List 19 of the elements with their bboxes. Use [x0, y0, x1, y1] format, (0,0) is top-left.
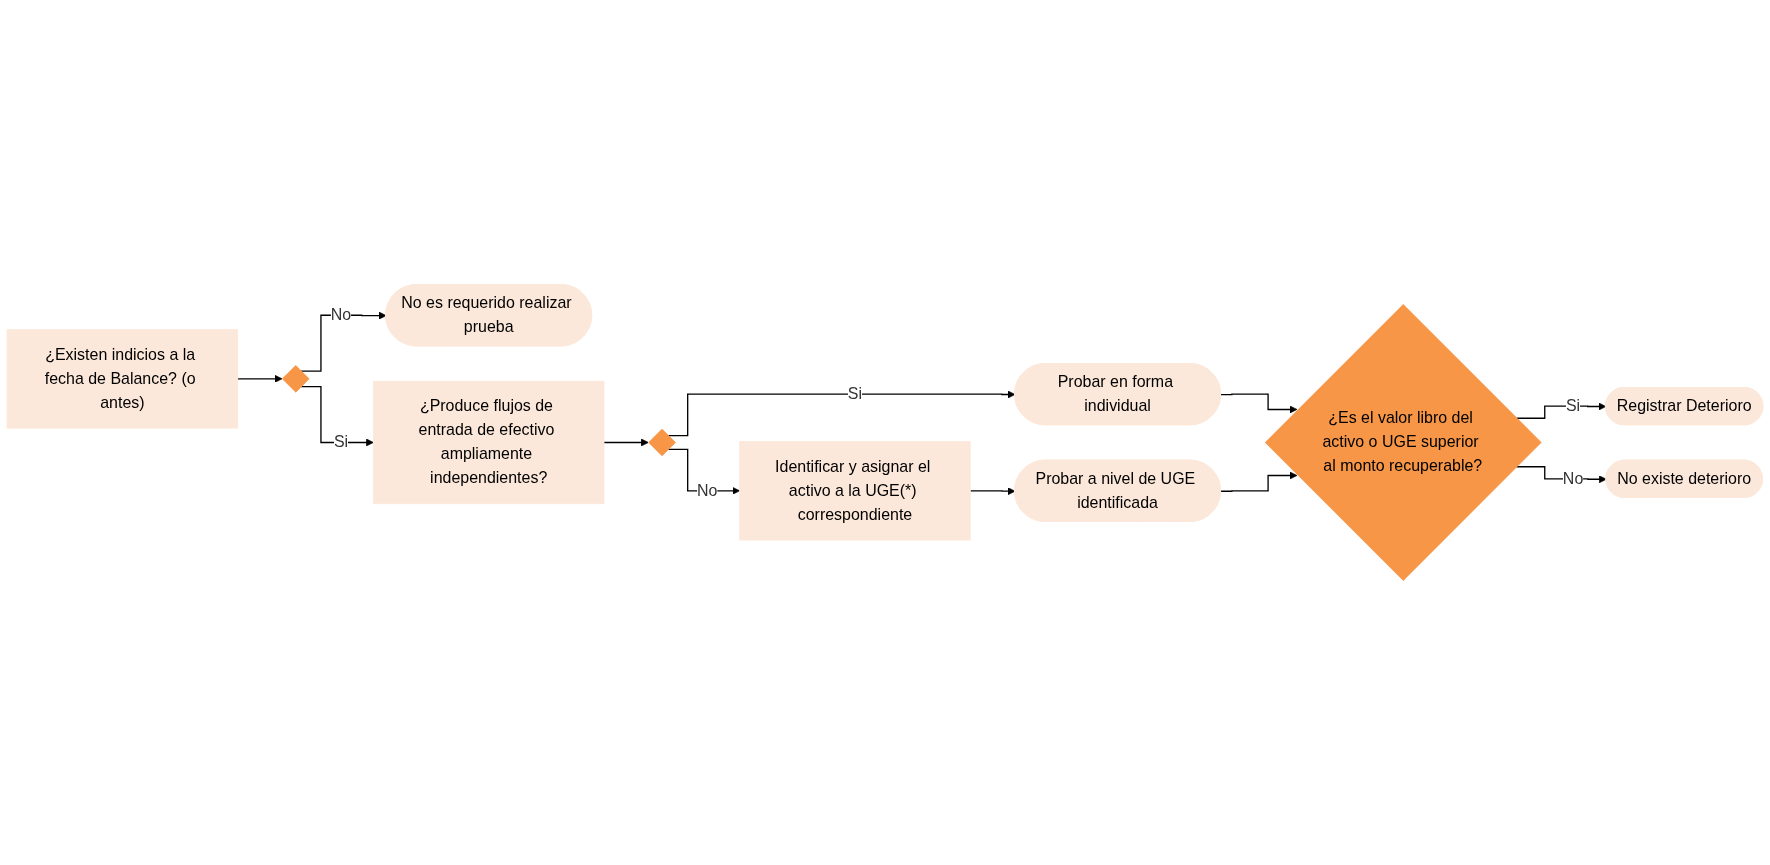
arrow [969, 487, 1016, 496]
node-box: Identificar y asignar el activo a la UGE(*) correspondiente [739, 441, 971, 541]
arrow [1220, 393, 1298, 414]
edge-label: Si [847, 384, 863, 403]
arrow [300, 311, 387, 372]
node-diamond [282, 365, 310, 393]
edge-label: Si [1565, 396, 1581, 415]
arrow [1220, 471, 1298, 492]
arrow [603, 438, 649, 447]
node-diamond [648, 428, 676, 457]
node-box: ¿Produce flujos de entrada de efectivo ampliamente independientes? [372, 380, 605, 505]
node-box: ¿Existen indicios a la fecha de Balance? (o antes) [6, 329, 239, 429]
arrow [300, 385, 374, 447]
node-diamond: ¿Es el valor libro del activo o UGE superior al monto recuperable? [1264, 304, 1542, 581]
edge-label: No [697, 481, 718, 500]
edge-label: No [1562, 469, 1584, 488]
edge-label: Si [333, 433, 349, 451]
arrow [237, 374, 283, 383]
edge-label: No [330, 305, 352, 324]
